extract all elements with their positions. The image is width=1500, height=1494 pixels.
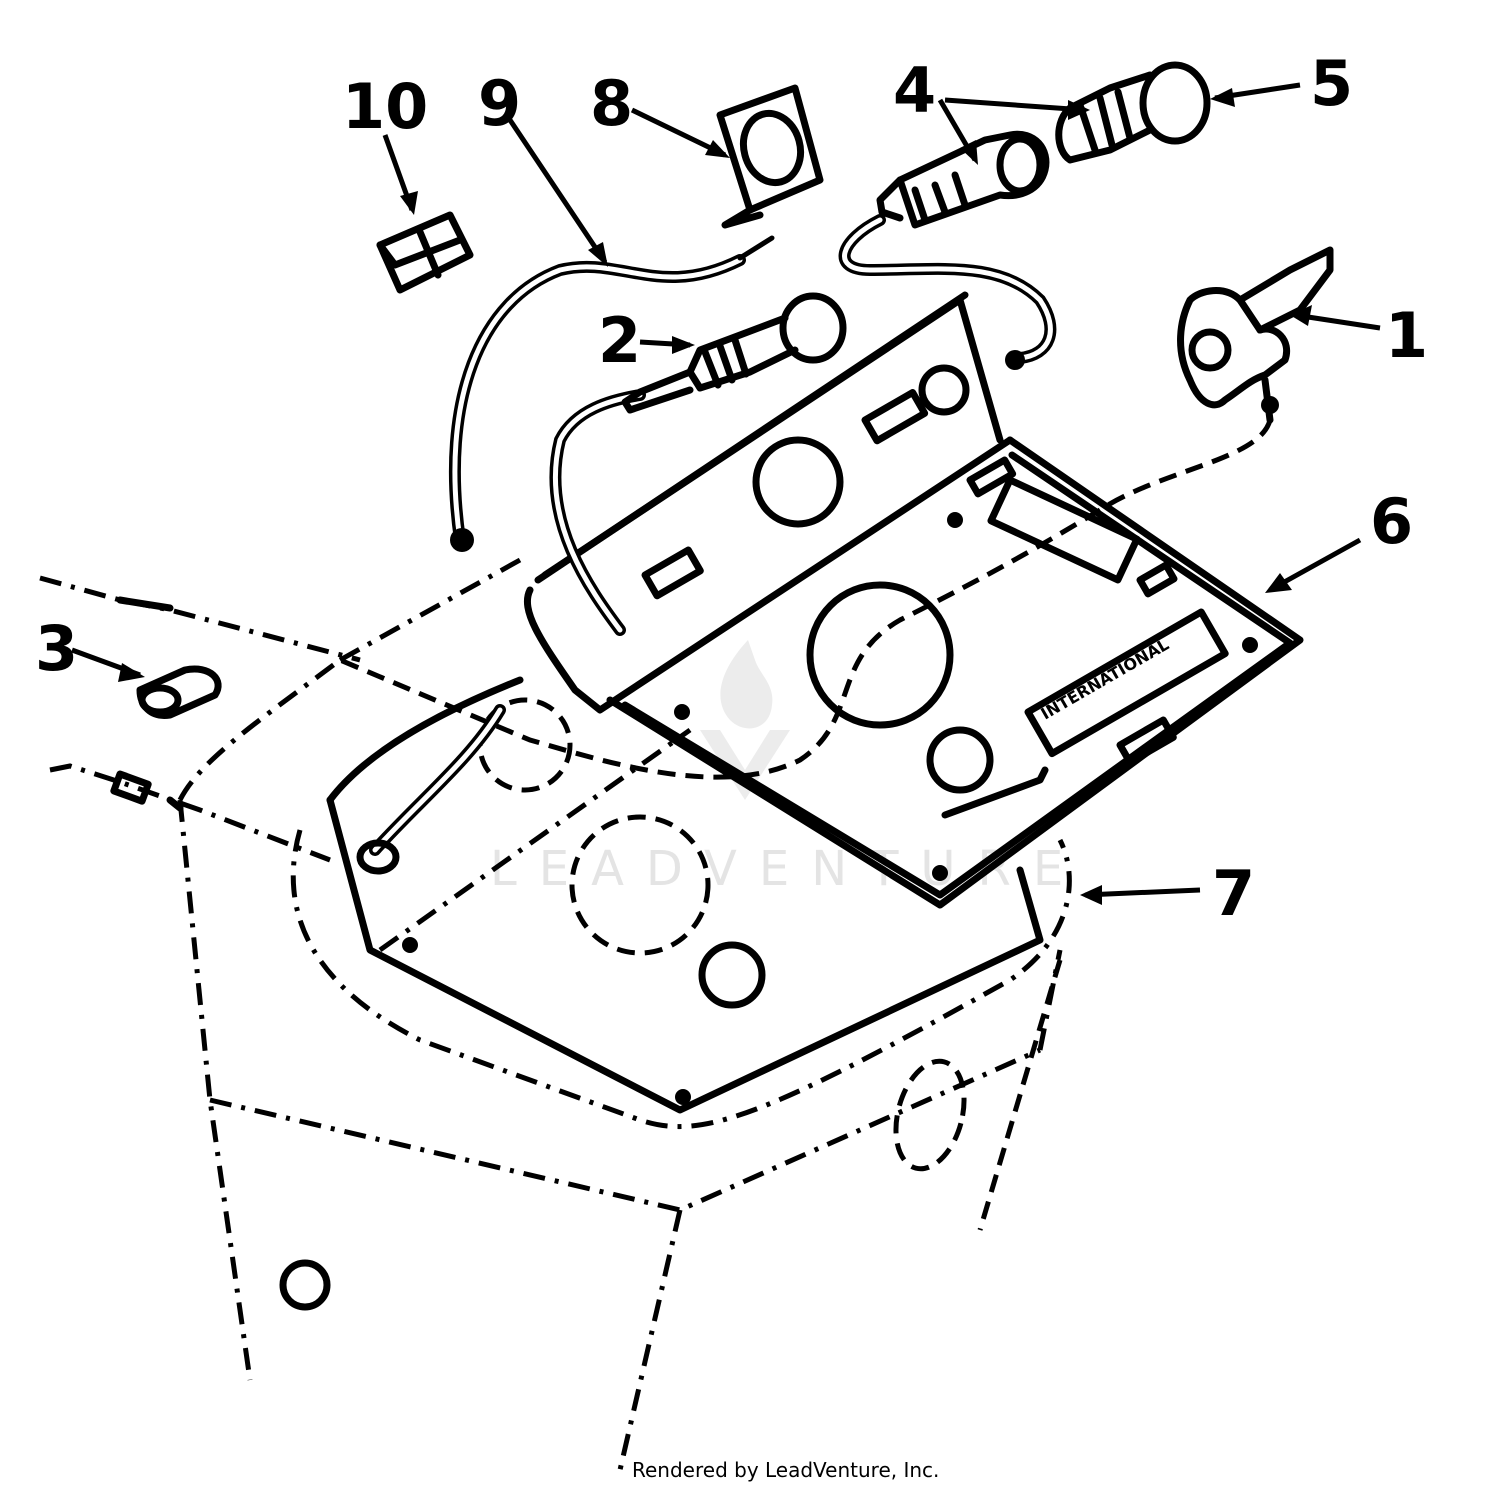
callout-1: 1 — [1385, 299, 1428, 372]
callout-2: 2 — [598, 304, 641, 377]
watermark-flame-icon — [720, 640, 773, 729]
fuse-block-part — [376, 211, 474, 294]
callout-6: 6 — [1370, 485, 1413, 558]
callout-4: 4 — [893, 54, 936, 127]
panel-brand-text: INTERNATIONAL — [1038, 635, 1173, 724]
callout-8: 8 — [590, 67, 633, 140]
watermark-v-icon — [700, 730, 790, 800]
callout-arrows — [71, 82, 1381, 905]
credit-text: Rendered by LeadVenture, Inc. — [632, 1458, 940, 1482]
wiring — [39, 214, 1273, 875]
push-pull-switch-part — [621, 292, 847, 414]
instrument-housing — [177, 557, 1072, 1471]
clip-part — [136, 665, 222, 719]
ignition-switch-part — [1177, 246, 1334, 424]
socket-part — [876, 130, 1050, 229]
plate-part — [716, 84, 824, 229]
watermark-text: LEADVENTURE — [490, 841, 1085, 897]
callout-5: 5 — [1310, 47, 1353, 120]
callout-9: 9 — [478, 67, 521, 140]
callout-labels: 1 2 3 4 5 6 7 8 9 10 — [35, 47, 1428, 930]
callout-10: 10 — [342, 70, 428, 143]
dash-panel: INTERNATIONAL — [523, 291, 1304, 909]
callout-7: 7 — [1212, 857, 1255, 930]
callout-3: 3 — [35, 612, 78, 685]
